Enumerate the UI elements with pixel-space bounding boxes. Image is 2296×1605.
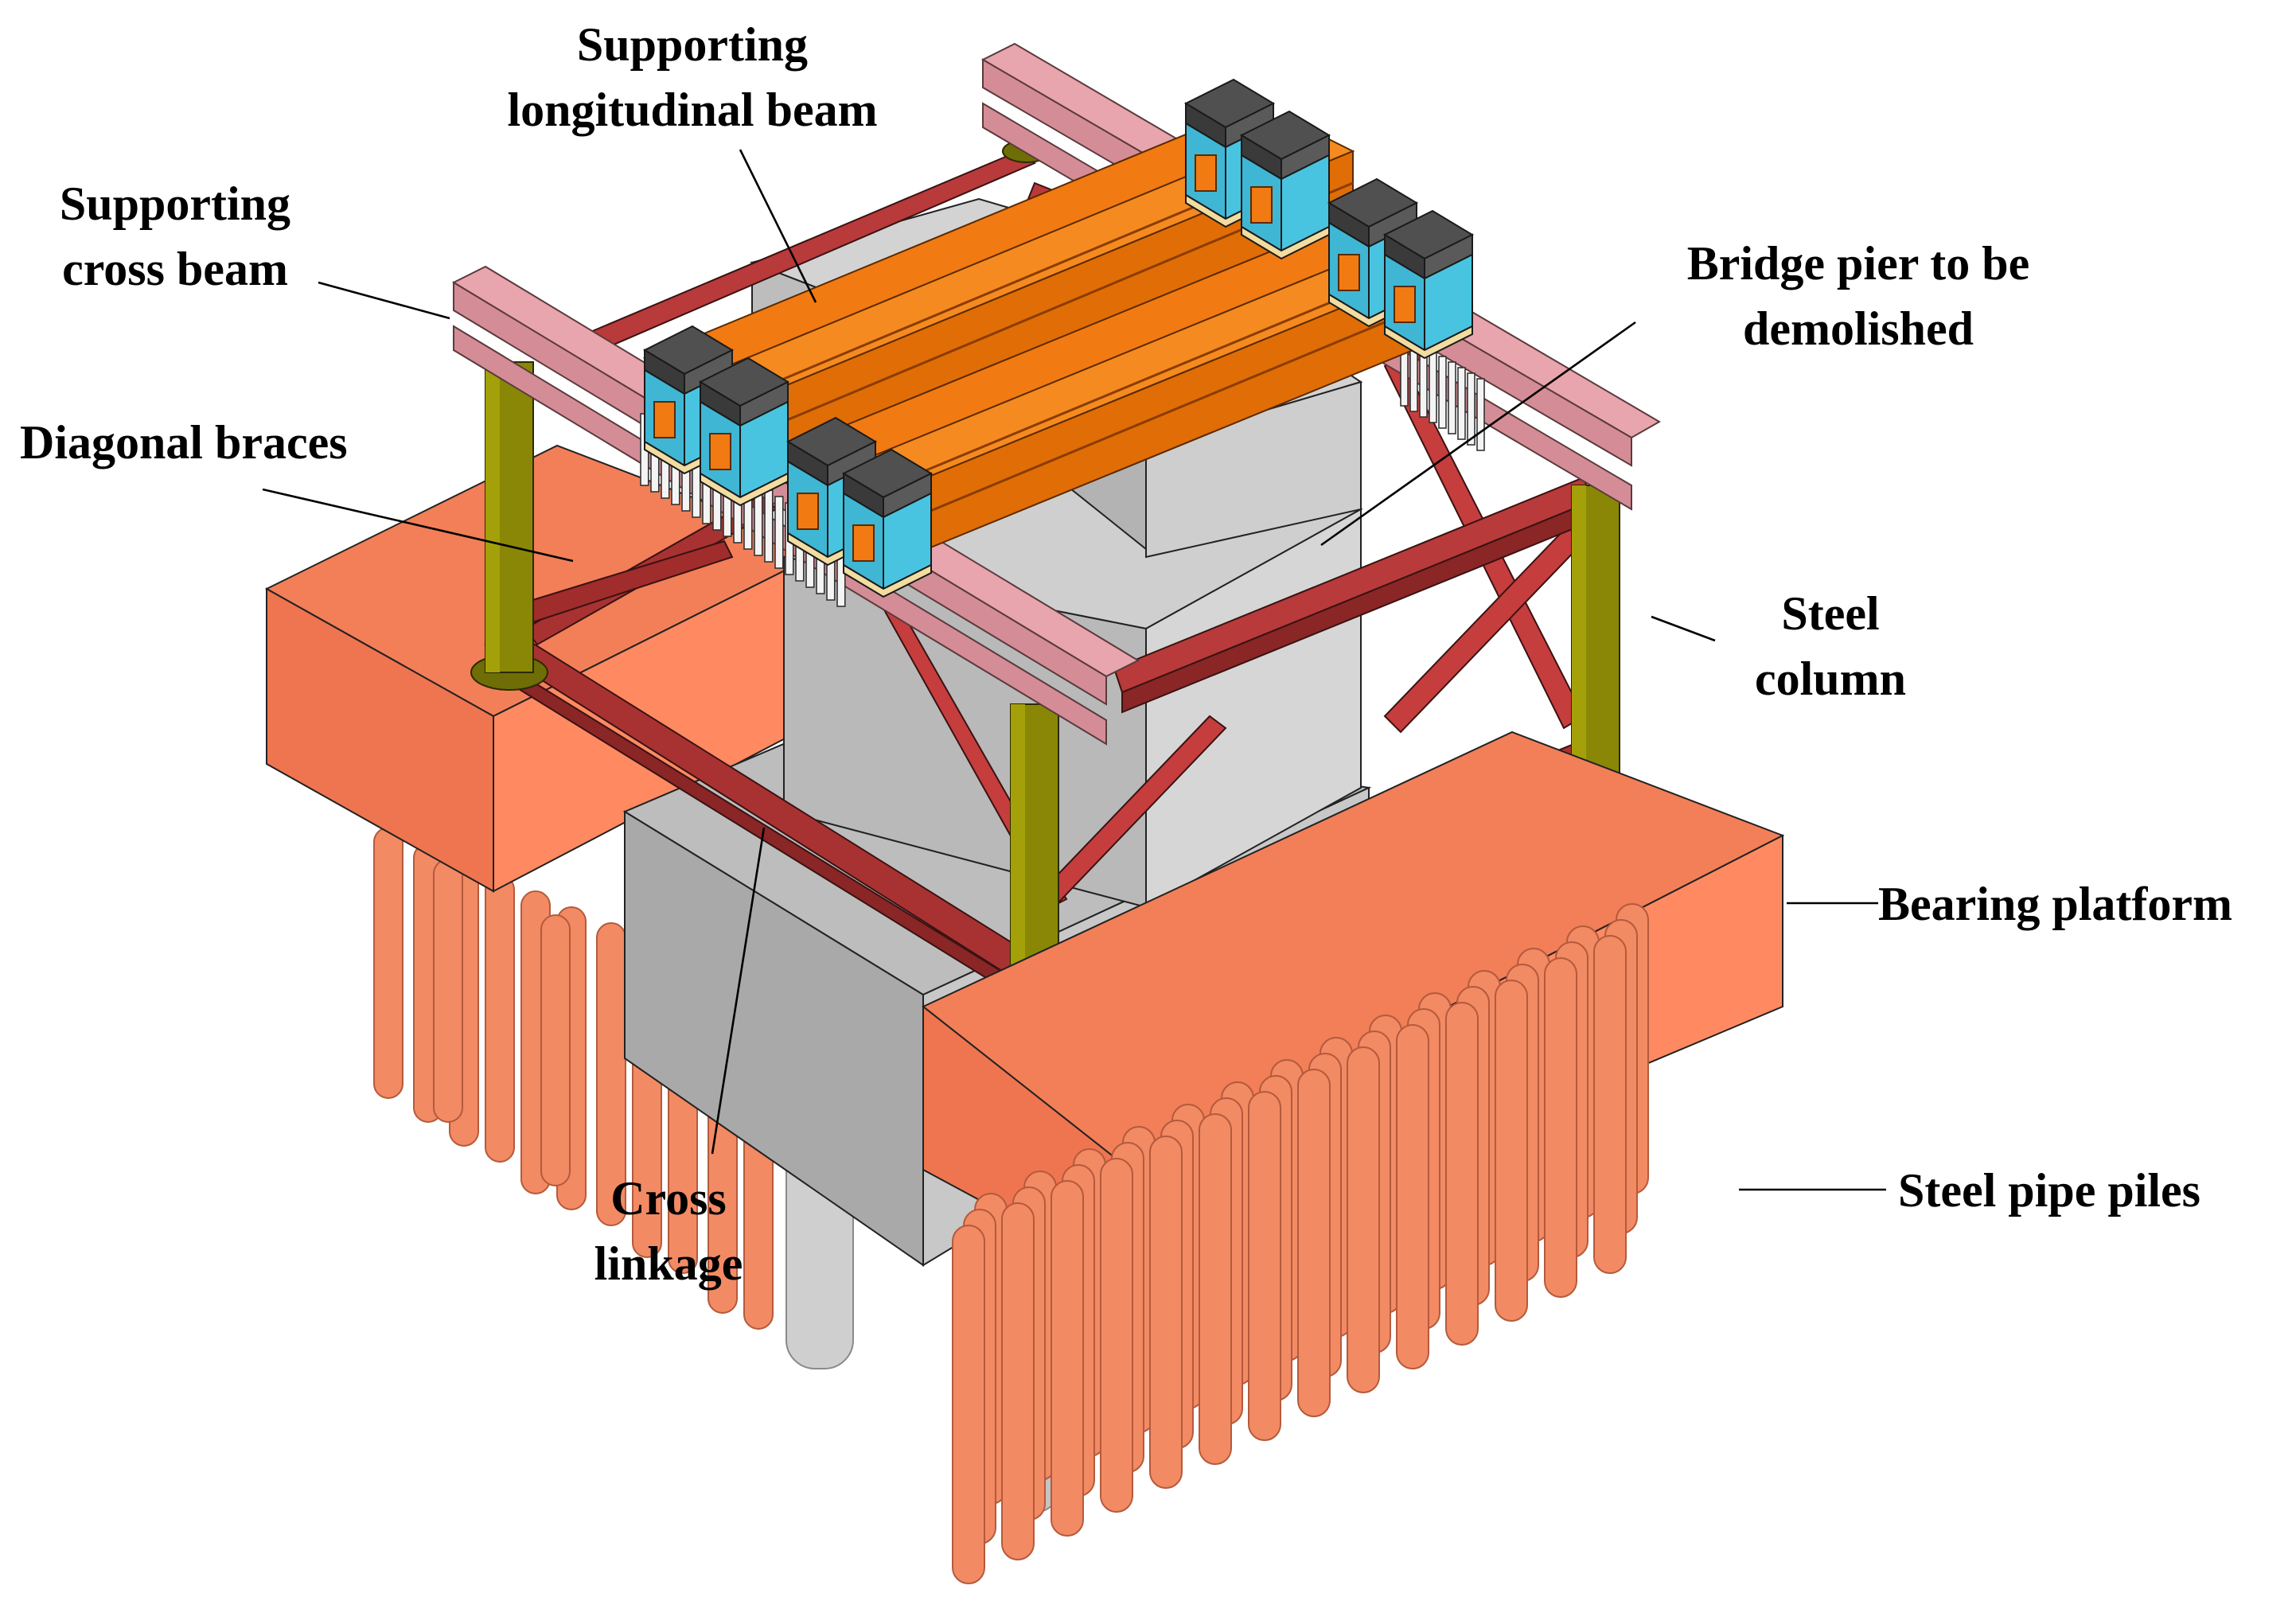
steel-pipe-pile bbox=[1297, 1069, 1331, 1417]
shim-plate bbox=[1448, 361, 1456, 434]
label-line: Bridge pier to be bbox=[1686, 237, 2030, 290]
steel-pipe-pile bbox=[1396, 1024, 1429, 1369]
beam-end-web bbox=[797, 493, 819, 530]
label-steel-column: Steel column bbox=[1719, 581, 1942, 711]
label-line: Supporting bbox=[576, 18, 809, 71]
shim-plate bbox=[764, 489, 774, 563]
beam-end-web bbox=[653, 401, 676, 438]
steel-pipe-pile bbox=[1248, 1091, 1281, 1441]
label-line: cross beam bbox=[62, 243, 288, 295]
beam-end-web bbox=[1195, 154, 1217, 192]
label-line: Cross bbox=[610, 1172, 727, 1225]
steel-pipe-pile bbox=[952, 1225, 985, 1584]
beam-end-web bbox=[852, 524, 875, 562]
label-line: demolished bbox=[1742, 302, 1974, 355]
supporting-longitudinal-beams bbox=[642, 110, 1435, 559]
bearing-blocks bbox=[642, 78, 1475, 598]
label-supporting-longitudinal-beam: Supporting longitudinal beam bbox=[470, 12, 915, 142]
leader-lines bbox=[262, 149, 1886, 1191]
shim-plate bbox=[1467, 372, 1475, 446]
steel-pipe-pile bbox=[1347, 1046, 1380, 1393]
bearing-plate bbox=[843, 563, 932, 598]
shim-plate bbox=[1476, 378, 1485, 451]
steel-pipe-piles-front bbox=[952, 903, 1649, 1584]
label-line: longitudinal beam bbox=[507, 84, 878, 136]
label-diagonal-braces: Diagonal braces bbox=[20, 416, 348, 469]
beam-end-web bbox=[1394, 286, 1416, 323]
label-supporting-cross-beam: Supporting cross beam bbox=[32, 171, 318, 302]
beam-end-web bbox=[709, 433, 731, 470]
label-bridge-pier: Bridge pier to be demolished bbox=[1651, 231, 2065, 361]
steel-pipe-pile bbox=[1495, 980, 1528, 1322]
left-bearing-platform bbox=[264, 444, 830, 893]
label-cross-linkage: Cross linkage bbox=[557, 1166, 780, 1296]
bearing-plate bbox=[1384, 325, 1473, 360]
steel-pipe-pile bbox=[1593, 935, 1627, 1274]
steel-pipe-pile bbox=[1001, 1202, 1035, 1560]
steel-pipe-pile bbox=[1199, 1113, 1232, 1465]
beam-end-web bbox=[1250, 186, 1273, 224]
label-steel-pipe-piles: Steel pipe piles bbox=[1898, 1164, 2201, 1217]
label-line: Supporting bbox=[59, 177, 291, 230]
steel-pipe-pile bbox=[1445, 1002, 1479, 1346]
label-line: Steel bbox=[1781, 587, 1880, 640]
beam-end-web bbox=[1338, 254, 1360, 291]
shim-plate bbox=[774, 496, 784, 569]
steel-pipe-pile bbox=[1100, 1158, 1133, 1513]
steel-pipe-pile bbox=[1051, 1180, 1084, 1537]
shim-plate bbox=[1457, 367, 1466, 440]
shim-plate bbox=[1438, 356, 1447, 429]
label-line: column bbox=[1754, 653, 1907, 705]
steel-pipe-pile bbox=[1544, 957, 1577, 1298]
label-line: linkage bbox=[594, 1237, 743, 1290]
steel-pipe-pile bbox=[1149, 1136, 1183, 1489]
shim-plate bbox=[1429, 350, 1437, 423]
label-bearing-platform: Bearing platform bbox=[1878, 878, 2232, 930]
